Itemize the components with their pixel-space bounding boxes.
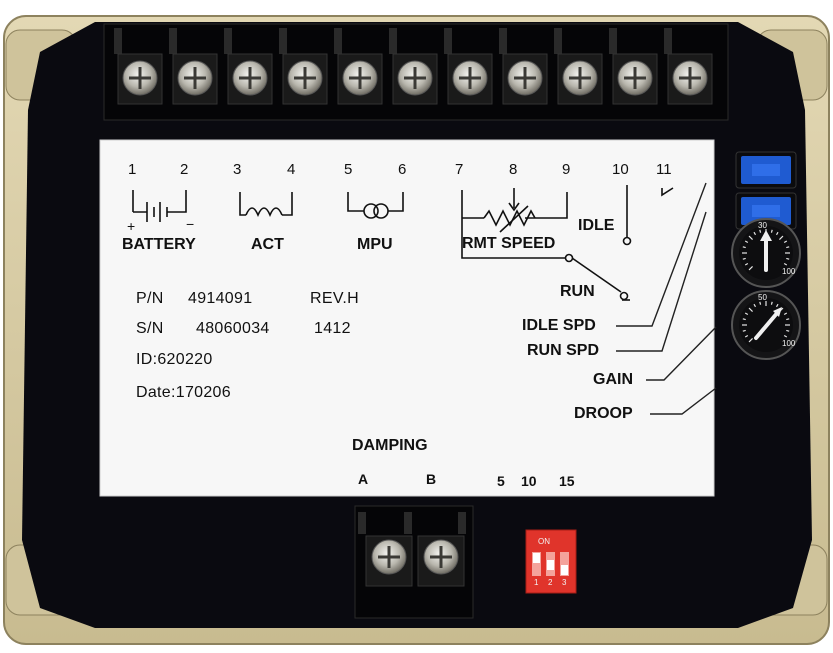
dial-tick — [753, 231, 757, 236]
part-number-key: P/N — [136, 290, 164, 307]
serial-number-key: S/N — [136, 320, 164, 337]
dial-tick — [742, 257, 746, 260]
date-field: Date:170206 — [136, 384, 231, 401]
damping-terminal-b: B — [426, 471, 437, 487]
terminal-number-4: 4 — [287, 161, 296, 178]
serial-number-value: 48060034 — [196, 320, 270, 337]
terminal-screw-8[interactable] — [499, 28, 548, 105]
damping-value-15: 15 — [559, 473, 575, 489]
dial-tick — [783, 262, 788, 266]
trimpot-idle-spd[interactable] — [735, 151, 797, 189]
terminal-number-7: 7 — [455, 161, 464, 178]
battery-plus-sign: + — [127, 218, 136, 234]
gain-dial[interactable] — [731, 218, 801, 288]
droop-label: DROOP — [574, 405, 633, 422]
dip-switch[interactable] — [525, 529, 577, 594]
dial-tick — [748, 307, 753, 312]
trimpot-run-spd[interactable] — [735, 192, 797, 230]
terminal-number-6: 6 — [398, 161, 407, 178]
dial-tick — [744, 334, 749, 338]
dial-tick — [786, 246, 790, 249]
dial-tick — [783, 312, 788, 316]
dial-tick — [786, 318, 790, 321]
dial-tick — [770, 301, 773, 305]
terminal-number-1: 1 — [128, 161, 137, 178]
dial-tick — [759, 229, 762, 233]
dial-tick — [744, 262, 749, 266]
dial-tick — [748, 338, 753, 343]
idle-label: IDLE — [578, 217, 615, 234]
terminal-screw-1[interactable] — [114, 28, 163, 105]
terminal-screw-10[interactable] — [609, 28, 658, 105]
terminal-number-11: 11 — [656, 161, 672, 178]
gain-scale-high: 100 — [782, 267, 796, 276]
dial-tick — [783, 334, 788, 338]
droop-scale-low: 50 — [758, 293, 767, 302]
dial-tick — [759, 301, 762, 305]
terminal-number-9: 9 — [562, 161, 571, 178]
part-number-value: 4914091 — [188, 290, 253, 307]
terminal-number-8: 8 — [509, 161, 518, 178]
dip-position-1: 1 — [534, 578, 539, 587]
terminal-screw-5[interactable] — [334, 28, 383, 105]
dial-tick — [786, 329, 790, 332]
terminal-screw-4[interactable] — [279, 28, 328, 105]
terminal-number-5: 5 — [344, 161, 353, 178]
dial-tick — [742, 329, 746, 332]
dial-tick — [783, 240, 788, 244]
terminal-screw-9[interactable] — [554, 28, 603, 105]
terminal-screw-6[interactable] — [389, 28, 438, 105]
run-spd-label: RUN SPD — [527, 342, 600, 359]
damping-title: DAMPING — [352, 437, 428, 454]
act-label: ACT — [251, 236, 284, 253]
battery-label: BATTERY — [122, 236, 196, 253]
leader-lines — [616, 182, 717, 415]
dip-position-3: 3 — [562, 578, 567, 587]
gain-scale-low: 30 — [758, 221, 767, 230]
terminal-number-3: 3 — [233, 161, 242, 178]
damping-terminal-a: A — [358, 471, 369, 487]
idle-spd-label: IDLE SPD — [522, 317, 596, 334]
dial-tick — [770, 229, 773, 233]
top-terminal-block — [103, 23, 729, 121]
schematic-contacts — [564, 236, 632, 301]
dial-tick — [779, 235, 784, 240]
spec-label — [99, 139, 715, 497]
terminal-number-2: 2 — [180, 161, 189, 178]
battery-minus-sign: − — [186, 216, 195, 232]
damping-terminal-block — [354, 505, 474, 619]
damping-value-5: 5 — [497, 473, 505, 489]
id-field: ID:620220 — [136, 351, 213, 368]
droop-scale-high: 100 — [782, 339, 796, 348]
droop-dial[interactable] — [731, 290, 801, 360]
gain-label: GAIN — [593, 371, 633, 388]
serial-suffix: 1412 — [314, 320, 351, 337]
dial-tick — [786, 257, 790, 260]
dial-tick — [753, 303, 757, 308]
dip-on-label: ON — [538, 537, 550, 546]
terminal-screw-3[interactable] — [224, 28, 273, 105]
dial-tick — [742, 318, 746, 321]
terminal-screw-2[interactable] — [169, 28, 218, 105]
rmt-speed-label: RMT SPEED — [462, 235, 556, 252]
terminal-number-10: 10 — [612, 161, 629, 178]
dial-tick — [748, 235, 753, 240]
dial-tick — [744, 312, 749, 316]
dial-tick — [775, 303, 779, 308]
dial-tick — [742, 246, 746, 249]
dip-position-2: 2 — [548, 578, 553, 587]
dial-tick — [775, 231, 779, 236]
damping-value-10: 10 — [521, 473, 537, 489]
mpu-label: MPU — [357, 236, 393, 253]
terminal-screw-7[interactable] — [444, 28, 493, 105]
dial-tick — [748, 266, 753, 271]
schematic-lines — [132, 185, 674, 301]
dial-tick — [744, 240, 749, 244]
run-label: RUN — [560, 283, 595, 300]
revision: REV.H — [310, 290, 359, 307]
terminal-screw-11[interactable] — [664, 28, 713, 105]
